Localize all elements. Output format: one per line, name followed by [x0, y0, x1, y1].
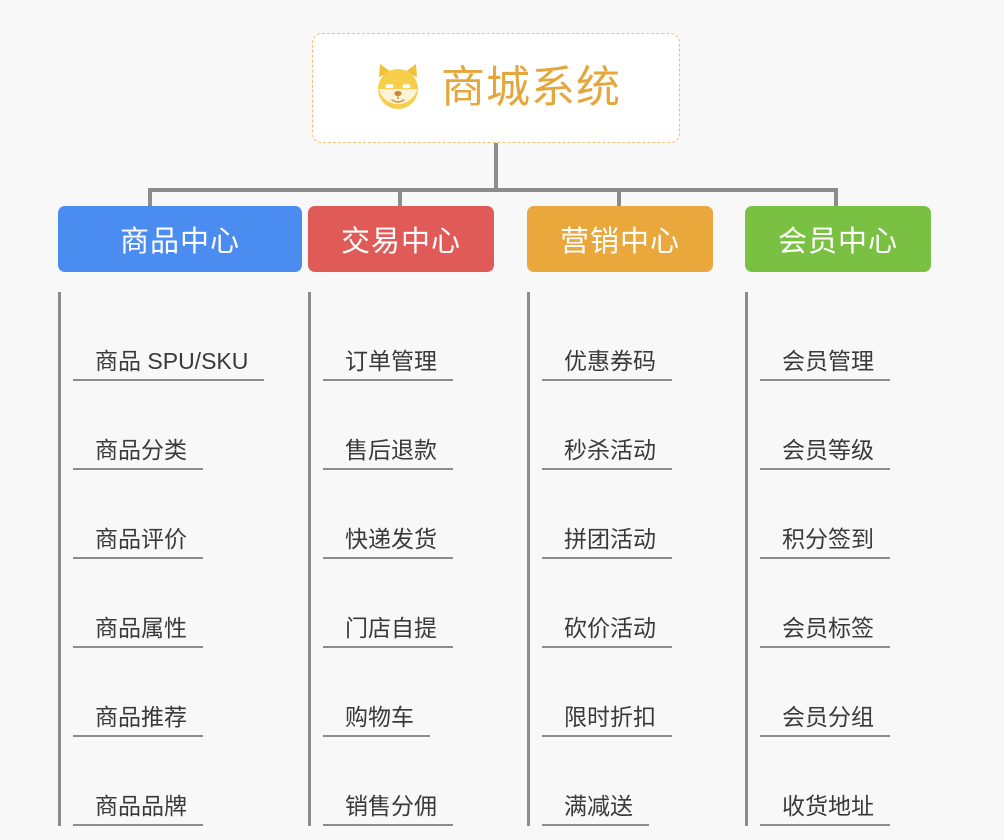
root-title: 商城系统 [441, 63, 621, 112]
list-item[interactable]: 商品 SPU/SKU [73, 292, 302, 381]
leaf-label: 积分签到 [760, 526, 890, 559]
list-item[interactable]: 限时折扣 [542, 648, 713, 737]
list-item[interactable]: 商品评价 [73, 470, 302, 559]
list-item[interactable]: 商品属性 [73, 559, 302, 648]
list-item[interactable]: 门店自提 [323, 559, 494, 648]
list-item[interactable]: 销售分佣 [323, 737, 494, 826]
leaf-label: 会员标签 [760, 615, 890, 648]
list-item[interactable]: 砍价活动 [542, 559, 713, 648]
branch-column-2: 营销中心 优惠券码 秒杀活动 拼团活动 砍价活动 限时折扣 满减送 [527, 206, 713, 826]
leaf-label: 会员管理 [760, 348, 890, 381]
connector-drop-2 [617, 188, 621, 210]
branch-column-3: 会员中心 会员管理 会员等级 积分签到 会员标签 会员分组 收货地址 [745, 206, 931, 826]
leaf-label: 售后退款 [323, 437, 453, 470]
leaf-label: 会员等级 [760, 437, 890, 470]
branch-column-0: 商品中心 商品 SPU/SKU 商品分类 商品评价 商品属性 商品推荐 商品品牌 [58, 206, 302, 826]
category-label-1: 交易中心 [340, 226, 461, 258]
list-item[interactable]: 会员等级 [760, 381, 931, 470]
connector-root-vertical [494, 143, 498, 191]
leaf-list-3: 会员管理 会员等级 积分签到 会员标签 会员分组 收货地址 [745, 292, 931, 826]
leaf-label: 快递发货 [323, 526, 453, 559]
leaf-label: 订单管理 [323, 348, 453, 381]
leaf-label: 优惠券码 [542, 348, 672, 381]
leaf-label: 商品推荐 [73, 704, 203, 737]
leaf-label: 秒杀活动 [542, 437, 672, 470]
shiba-dog-icon [371, 61, 425, 115]
connector-drop-3 [834, 188, 838, 210]
category-label-2: 营销中心 [559, 226, 680, 258]
list-item[interactable]: 满减送 [542, 737, 713, 826]
category-header-3[interactable]: 会员中心 [745, 206, 931, 272]
leaf-label: 满减送 [542, 793, 649, 826]
connector-drop-1 [398, 188, 402, 210]
leaf-list-0: 商品 SPU/SKU 商品分类 商品评价 商品属性 商品推荐 商品品牌 [58, 292, 302, 826]
leaf-label: 门店自提 [323, 615, 453, 648]
list-item[interactable]: 拼团活动 [542, 470, 713, 559]
leaf-label: 会员分组 [760, 704, 890, 737]
leaf-label: 收货地址 [760, 793, 890, 826]
branch-column-1: 交易中心 订单管理 售后退款 快递发货 门店自提 购物车 销售分佣 [308, 206, 494, 826]
leaf-label: 商品品牌 [73, 793, 203, 826]
leaf-label: 购物车 [323, 704, 430, 737]
connector-horizontal-bus [148, 188, 838, 192]
list-item[interactable]: 秒杀活动 [542, 381, 713, 470]
leaf-label: 商品评价 [73, 526, 203, 559]
leaf-label: 销售分佣 [323, 793, 453, 826]
root-node[interactable]: 商城系统 [312, 33, 680, 143]
leaf-label: 商品 SPU/SKU [73, 348, 265, 381]
list-item[interactable]: 会员标签 [760, 559, 931, 648]
leaf-list-2: 优惠券码 秒杀活动 拼团活动 砍价活动 限时折扣 满减送 [527, 292, 713, 826]
leaf-list-1: 订单管理 售后退款 快递发货 门店自提 购物车 销售分佣 [308, 292, 494, 826]
list-item[interactable]: 会员管理 [760, 292, 931, 381]
list-item[interactable]: 购物车 [323, 648, 494, 737]
list-item[interactable]: 售后退款 [323, 381, 494, 470]
list-item[interactable]: 会员分组 [760, 648, 931, 737]
category-label-0: 商品中心 [119, 226, 240, 258]
leaf-label: 砍价活动 [542, 615, 672, 648]
list-item[interactable]: 商品分类 [73, 381, 302, 470]
leaf-label: 商品属性 [73, 615, 203, 648]
list-item[interactable]: 商品推荐 [73, 648, 302, 737]
category-header-2[interactable]: 营销中心 [527, 206, 713, 272]
list-item[interactable]: 快递发货 [323, 470, 494, 559]
category-header-1[interactable]: 交易中心 [308, 206, 494, 272]
list-item[interactable]: 订单管理 [323, 292, 494, 381]
leaf-label: 限时折扣 [542, 704, 672, 737]
leaf-label: 拼团活动 [542, 526, 672, 559]
list-item[interactable]: 积分签到 [760, 470, 931, 559]
list-item[interactable]: 优惠券码 [542, 292, 713, 381]
category-header-0[interactable]: 商品中心 [58, 206, 302, 272]
connector-drop-0 [148, 188, 152, 210]
list-item[interactable]: 商品品牌 [73, 737, 302, 826]
category-label-3: 会员中心 [777, 226, 898, 258]
leaf-label: 商品分类 [73, 437, 203, 470]
list-item[interactable]: 收货地址 [760, 737, 931, 826]
